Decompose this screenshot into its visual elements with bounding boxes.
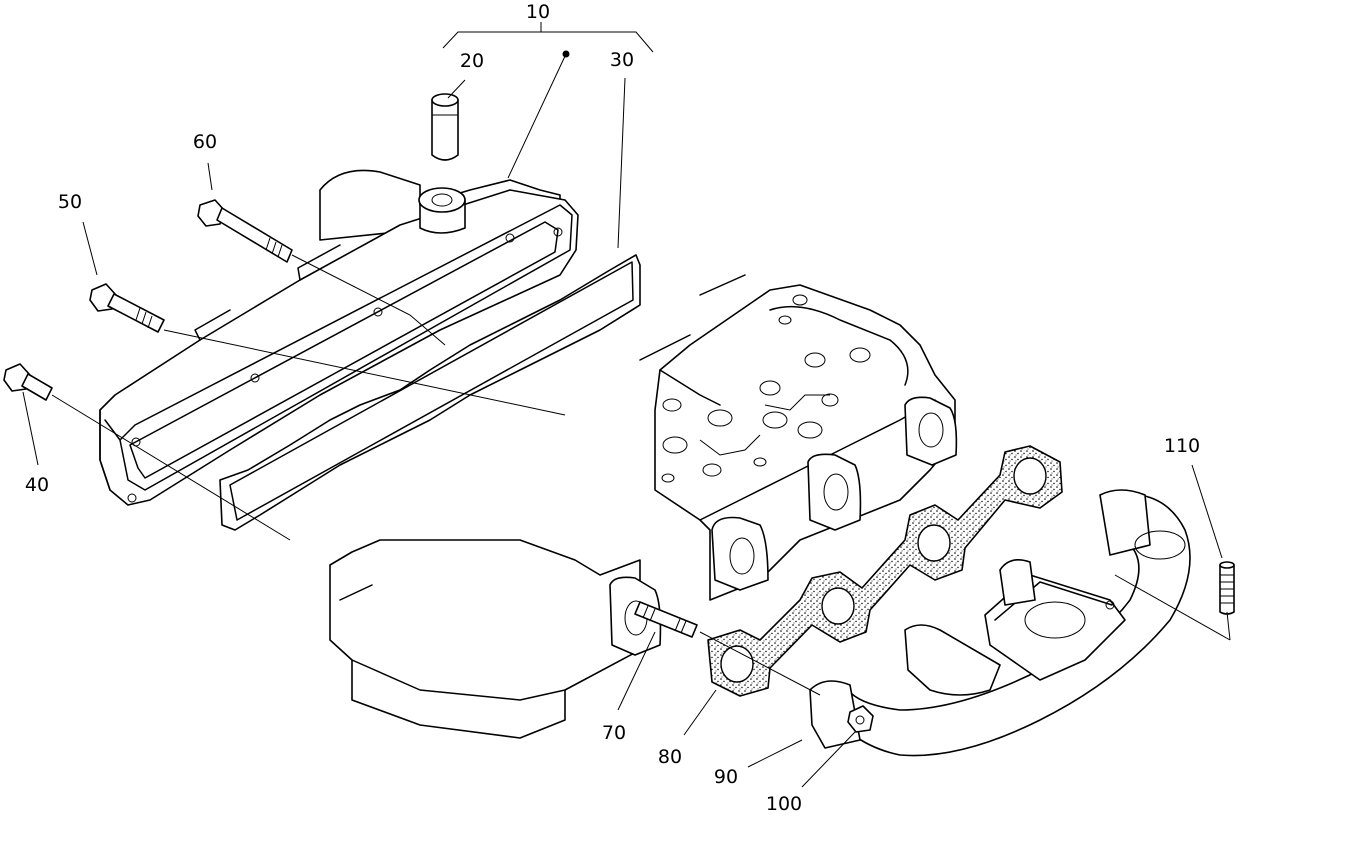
callout-30: 30 bbox=[610, 49, 634, 71]
callout-100: 100 bbox=[766, 793, 802, 815]
callout-20: 20 bbox=[460, 50, 484, 72]
intake-gasket-part-30 bbox=[219, 254, 641, 531]
exhaust-gasket-part-80 bbox=[707, 445, 1063, 697]
callout-90: 90 bbox=[714, 766, 738, 788]
callout-leaders bbox=[22, 22, 1223, 788]
callout-labels: 10 20 30 60 50 40 70 80 90 100 110 bbox=[25, 1, 1200, 815]
stud-part-110 bbox=[1219, 561, 1235, 615]
plug-part-20 bbox=[431, 93, 459, 161]
callout-50: 50 bbox=[58, 191, 82, 213]
callout-110: 110 bbox=[1164, 435, 1200, 457]
alignment-lines bbox=[51, 254, 1231, 696]
spacer-boss bbox=[418, 187, 466, 234]
engine-block bbox=[329, 539, 641, 739]
bolt-part-40 bbox=[3, 363, 53, 401]
callout-60: 60 bbox=[193, 131, 217, 153]
callout-80: 80 bbox=[658, 746, 682, 768]
bolt-part-60 bbox=[197, 199, 293, 263]
cylinder-head bbox=[609, 274, 958, 656]
callout-10: 10 bbox=[526, 1, 550, 23]
stud-part-70 bbox=[634, 601, 698, 638]
callout-70: 70 bbox=[602, 722, 626, 744]
nut-part-100 bbox=[847, 705, 874, 733]
bolt-part-50 bbox=[89, 283, 165, 333]
callout-40: 40 bbox=[25, 474, 49, 496]
